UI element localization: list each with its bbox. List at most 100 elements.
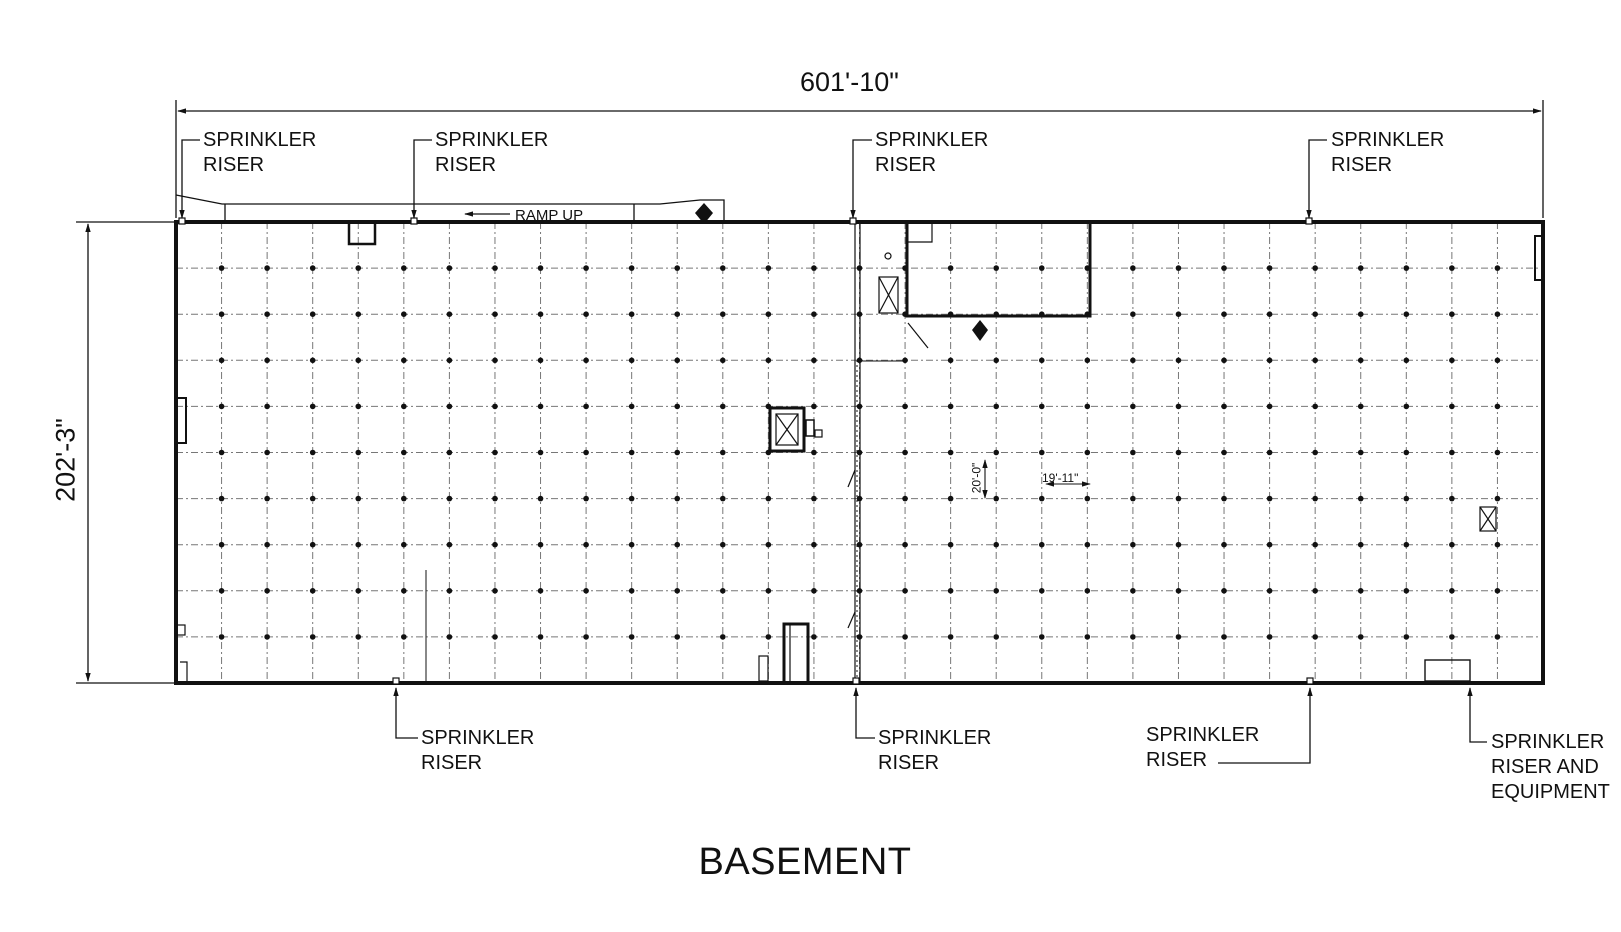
column-dot: [1494, 449, 1501, 456]
column-dot: [401, 357, 407, 364]
column-dot: [492, 265, 498, 271]
column-dot: [309, 495, 316, 502]
bay-dimension-markers: [982, 459, 1091, 499]
column-dot: [720, 357, 726, 364]
column-dot: [947, 541, 954, 548]
column-dot: [1449, 495, 1455, 502]
column-dot: [1266, 495, 1273, 502]
column-dot: [902, 403, 908, 410]
column-dot: [811, 634, 817, 640]
column-dot: [674, 541, 681, 548]
column-dot: [446, 311, 453, 318]
column-dot: [902, 449, 908, 456]
column-dot: [720, 311, 726, 318]
column-dot: [1494, 634, 1501, 640]
column-dot: [1221, 541, 1227, 548]
column-dot: [401, 588, 407, 594]
column-dot: [1130, 588, 1136, 594]
column-dot: [1403, 265, 1410, 271]
column-dot: [492, 634, 498, 640]
column-dot: [218, 495, 225, 502]
column-dot: [309, 265, 316, 271]
column-dot: [993, 634, 999, 640]
column-dot: [1403, 403, 1410, 410]
column-dot: [264, 495, 270, 502]
column-dot: [674, 265, 681, 271]
column-dot: [401, 541, 407, 548]
column-dot: [1266, 588, 1273, 594]
column-dot: [1357, 357, 1364, 364]
column-dot: [811, 588, 817, 594]
column-dot: [1494, 311, 1501, 318]
column-dot: [902, 495, 908, 502]
column-dot: [264, 634, 270, 640]
column-dot: [1175, 449, 1182, 456]
freight-elevator: [768, 406, 823, 453]
column-dot: [1266, 541, 1273, 548]
column-dot: [720, 449, 726, 456]
column-dot: [446, 449, 453, 456]
column-dot: [765, 634, 772, 640]
riser-equipment-box: [1424, 659, 1471, 682]
column-dot: [993, 541, 999, 548]
column-dot: [1038, 265, 1045, 271]
column-dot: [401, 449, 407, 456]
column-dot: [628, 634, 635, 640]
column-dot: [1175, 634, 1182, 640]
bay-width-label: 19'-11": [1042, 471, 1079, 485]
column-dot: [309, 541, 316, 548]
column-dot: [218, 403, 225, 410]
column-dot: [1130, 495, 1136, 502]
callout-leaders: [179, 139, 1487, 764]
column-dot: [1175, 357, 1182, 364]
column-dot: [1357, 311, 1364, 318]
column-dot: [537, 403, 544, 410]
column-dot: [1130, 265, 1136, 271]
column-dot: [218, 449, 225, 456]
column-dot: [947, 588, 954, 594]
stair-core: [758, 622, 810, 682]
column-dot: [1175, 495, 1182, 502]
column-dot: [355, 311, 362, 318]
column-dot: [355, 495, 362, 502]
column-dot: [628, 403, 635, 410]
column-dot: [355, 403, 362, 410]
column-dot: [1266, 449, 1273, 456]
column-dot: [1084, 403, 1091, 410]
column-dot: [583, 449, 589, 456]
columns: [218, 265, 1501, 640]
column-dot: [309, 588, 316, 594]
column-dot: [583, 311, 589, 318]
column-dot: [537, 311, 544, 318]
column-dot: [1175, 588, 1182, 594]
column-dot: [1038, 588, 1045, 594]
column-dot: [1357, 541, 1364, 548]
column-dot: [1175, 265, 1182, 271]
column-dot: [811, 449, 817, 456]
column-dot: [811, 357, 817, 364]
column-dot: [765, 357, 772, 364]
column-dot: [1038, 541, 1045, 548]
drawing-title: BASEMENT: [698, 841, 912, 883]
column-dot: [309, 449, 316, 456]
column-dot: [720, 495, 726, 502]
column-dot: [1038, 357, 1045, 364]
column-dot: [765, 588, 772, 594]
column-dot: [537, 357, 544, 364]
column-dot: [355, 357, 362, 364]
column-dot: [1312, 634, 1318, 640]
column-dot: [1266, 403, 1273, 410]
column-dot: [355, 449, 362, 456]
column-dot: [309, 311, 316, 318]
column-dot: [1312, 311, 1318, 318]
column-dot: [1038, 403, 1045, 410]
column-dot: [1449, 357, 1455, 364]
width-dimension-line: [175, 100, 1544, 218]
column-dot: [1494, 357, 1501, 364]
column-dot: [583, 403, 589, 410]
column-dot: [720, 588, 726, 594]
